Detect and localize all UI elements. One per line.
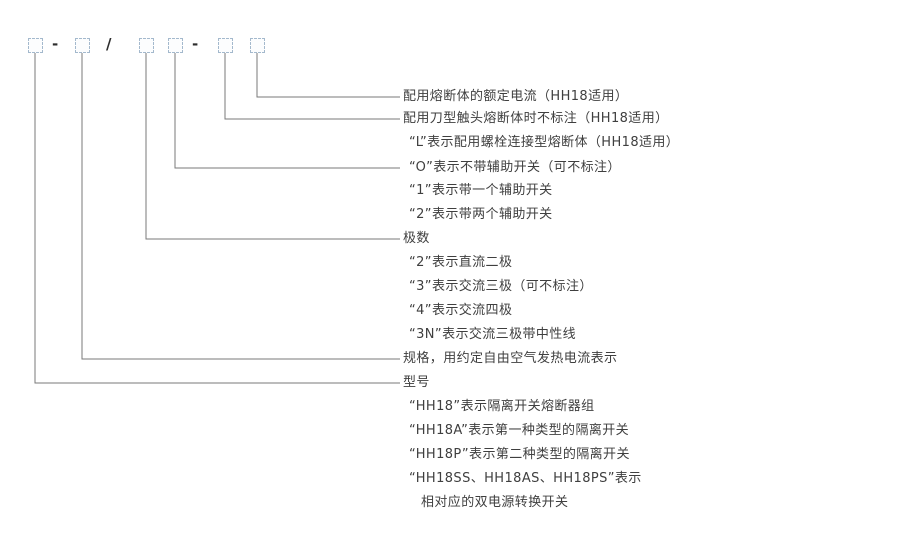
label-aux-none: “O”表示不带辅助开关（可不标注） bbox=[409, 160, 621, 175]
code-box-poles bbox=[139, 38, 154, 53]
label-fuse-rated-current: 配用熔断体的额定电流（HH18适用） bbox=[403, 89, 629, 104]
separator-dash-1: - bbox=[52, 35, 59, 53]
label-poles: 极数 bbox=[403, 231, 430, 246]
code-box-fuse-type bbox=[218, 38, 233, 53]
label-poles-ac3: “3”表示交流三极（可不标注） bbox=[409, 279, 593, 294]
label-model-hh18a: “HH18A”表示第一种类型的隔离开关 bbox=[409, 423, 630, 438]
label-bolt-connect-fuse: “L”表示配用螺栓连接型熔断体（HH18适用） bbox=[409, 135, 680, 150]
label-model-hh18ss-cont: 相对应的双电源转换开关 bbox=[421, 495, 569, 510]
label-poles-ac4: “4”表示交流四极 bbox=[409, 303, 513, 318]
code-box-spec bbox=[75, 38, 90, 53]
label-spec: 规格，用约定自由空气发热电流表示 bbox=[403, 351, 618, 366]
code-box-aux-switch bbox=[168, 38, 183, 53]
label-model-hh18: “HH18”表示隔离开关熔断器组 bbox=[409, 399, 595, 414]
connector-aux-switch bbox=[174, 52, 400, 169]
label-aux-two: “2”表示带两个辅助开关 bbox=[409, 207, 553, 222]
connector-poles bbox=[145, 52, 400, 240]
label-knife-contact-fuse: 配用刀型触头熔断体时不标注（HH18适用） bbox=[403, 111, 669, 126]
connector-spec bbox=[81, 52, 400, 360]
connector-model bbox=[34, 52, 400, 384]
label-model: 型号 bbox=[403, 375, 430, 390]
label-model-hh18ss: “HH18SS、HH18AS、HH18PS”表示 bbox=[409, 471, 642, 486]
code-box-model bbox=[28, 38, 43, 53]
code-box-fuse-current bbox=[250, 38, 265, 53]
label-poles-3n: “3N”表示交流三极带中性线 bbox=[409, 327, 577, 342]
connector-fuse-current bbox=[256, 52, 400, 98]
connector-fuse-type bbox=[224, 52, 400, 120]
label-aux-one: “1”表示带一个辅助开关 bbox=[409, 183, 553, 198]
label-model-hh18p: “HH18P”表示第二种类型的隔离开关 bbox=[409, 447, 630, 462]
separator-dash-2: - bbox=[192, 35, 199, 53]
separator-slash: / bbox=[106, 35, 112, 53]
label-poles-dc2: “2”表示直流二极 bbox=[409, 255, 513, 270]
